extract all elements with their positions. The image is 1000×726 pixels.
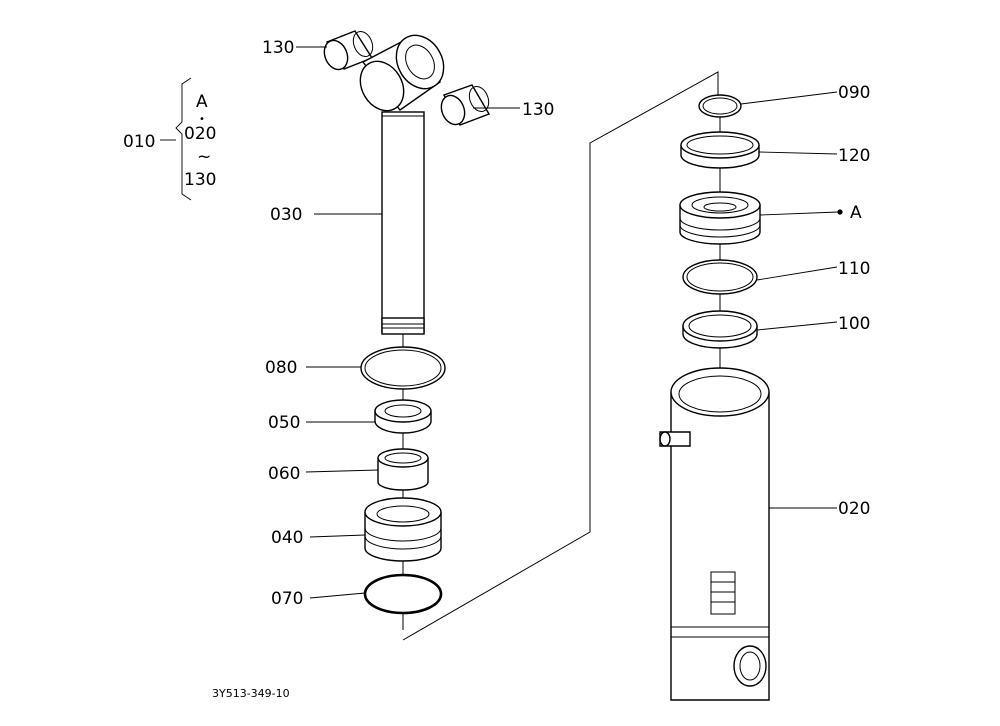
leader-110 — [756, 266, 838, 281]
group-to: 130 — [184, 170, 216, 190]
bushing-060 — [377, 448, 429, 491]
label-130-left: 130 — [262, 38, 294, 58]
leader-a — [759, 211, 839, 216]
label-020: 020 — [838, 499, 870, 519]
label-060: 060 — [268, 464, 300, 484]
ring-110 — [682, 259, 758, 295]
ring-120 — [680, 131, 760, 169]
leader-060 — [305, 469, 379, 473]
group-dot: • — [199, 114, 205, 125]
drawing-number: 3Y513-349-10 — [212, 687, 290, 700]
leader-120 — [758, 151, 838, 155]
leader-a-dot — [837, 209, 843, 215]
o-ring-070 — [363, 573, 443, 615]
o-ring-080 — [360, 346, 446, 390]
label-110: 110 — [838, 259, 870, 279]
label-a-marker: A — [850, 203, 862, 223]
label-120: 120 — [838, 146, 870, 166]
bushing-130-left — [323, 30, 374, 71]
bushing-130-right — [440, 84, 491, 126]
group-a: A — [196, 92, 208, 112]
rod-eye — [359, 34, 445, 112]
leader-040 — [309, 534, 366, 538]
label-030: 030 — [270, 205, 302, 225]
group-bracket — [175, 77, 192, 201]
piston-a — [679, 191, 761, 245]
cylinder-tube-020 — [659, 367, 770, 701]
label-040: 040 — [271, 528, 303, 548]
group-from: 020 — [184, 124, 216, 144]
seal-050 — [374, 399, 432, 434]
leader-100 — [756, 321, 838, 331]
gland-040 — [364, 497, 442, 562]
group-tilde: ~ — [197, 147, 211, 167]
leader-070 — [309, 592, 366, 599]
label-050: 050 — [268, 413, 300, 433]
leader-090 — [740, 91, 838, 105]
label-070: 070 — [271, 589, 303, 609]
assembly-line — [402, 71, 719, 641]
snap-ring-090 — [698, 94, 742, 118]
label-100: 100 — [838, 314, 870, 334]
label-130-right: 130 — [522, 100, 554, 120]
label-090: 090 — [838, 83, 870, 103]
label-080: 080 — [265, 358, 297, 378]
label-010: 010 — [123, 132, 155, 152]
ring-100 — [682, 310, 758, 349]
